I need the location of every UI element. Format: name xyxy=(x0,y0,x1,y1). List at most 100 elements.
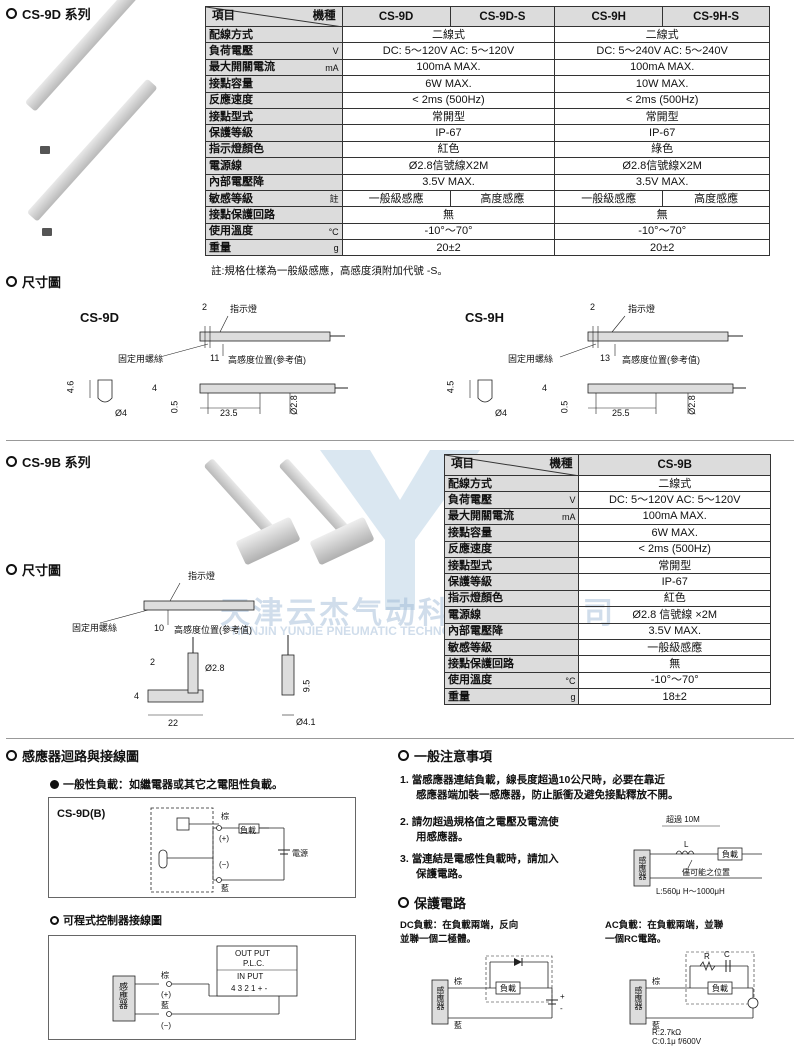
note-line: 用感應器。 xyxy=(416,831,469,843)
row-label: 電源線 xyxy=(209,159,242,172)
model-header: CS-9B xyxy=(578,454,771,476)
note-line: 當連結是電感性負載時，請加入 xyxy=(411,853,559,865)
dimension-title-text: 尺寸圖 xyxy=(22,563,62,578)
row-label: 內部電壓降 xyxy=(448,625,503,638)
resistor-spec: R:2.7kΩ xyxy=(652,1028,682,1037)
row-unit: °C xyxy=(565,675,576,686)
model-header: CS-9H-S xyxy=(662,6,770,27)
row-label: 指示燈顏色 xyxy=(209,143,264,156)
note-2: 2. 請勿超過規格值之電壓及電流使 用感應器。 xyxy=(400,815,630,845)
sensor-label: 感應器 xyxy=(436,986,445,1010)
cell: 20±2 xyxy=(554,239,770,257)
note-number: 3. xyxy=(400,853,409,865)
row-label: 負荷電壓 xyxy=(209,45,253,58)
cell: 二線式 xyxy=(341,25,556,44)
dim-11: 11 xyxy=(210,353,220,363)
dim-phi2-8: Ø2.8 xyxy=(288,395,299,415)
dim-phi4: Ø4 xyxy=(495,408,508,418)
spec-note: 註:規格仕樣為一般級感應，高感度須附加代號 -S。 xyxy=(211,265,448,277)
row-label: 接點型式 xyxy=(209,110,253,123)
cell: 100mA MAX. xyxy=(578,507,771,526)
plus-label: + xyxy=(560,992,565,1001)
load-label: 負載 xyxy=(722,850,738,859)
plc-title: 可程式控制器接線圖 xyxy=(50,912,162,928)
note-number: 2. xyxy=(400,816,409,828)
minus-label: (−) xyxy=(161,1021,171,1030)
row-label: 保護等級 xyxy=(448,576,492,589)
dot-icon xyxy=(50,915,59,925)
cell: 常開型 xyxy=(578,556,771,575)
power-label: 電源 xyxy=(292,849,308,858)
row-unit: 註 xyxy=(329,193,339,204)
dim-9-5: 9.5 xyxy=(301,679,312,693)
cell: 二線式 xyxy=(554,25,770,44)
circuit-title: 感應器迴路與接線圖 xyxy=(6,746,139,765)
table-row: 接點容量 6W MAX. 10W MAX. xyxy=(205,75,770,93)
over-10m-label: 超過 10M xyxy=(666,815,700,824)
dim-4: 4 xyxy=(152,383,158,393)
cs9h-dimension-drawing: CS-9H 2 指示燈 固定用螺絲 13 高感度位置(參考值) 4.5 Ø4 4… xyxy=(440,296,760,426)
note-1: 1. 當感應器連結負載，線長度超過10公尺時，必要在靠近 感應器端加裝一感應器，… xyxy=(400,773,795,803)
cell: < 2ms (500Hz) xyxy=(554,91,770,109)
row-unit: mA xyxy=(561,511,576,522)
cs9b-series-title-text: CS-9B 系列 xyxy=(22,455,91,470)
dim-2: 2 xyxy=(150,657,156,667)
row-label: 重量 xyxy=(209,241,231,254)
plus-label: (+) xyxy=(161,990,171,999)
bullet-icon xyxy=(6,456,17,467)
notes-title-text: 一般注意事項 xyxy=(414,749,493,764)
table-row: 接點型式 常開型 xyxy=(443,556,771,575)
blue-wire-label: 藍 xyxy=(652,1021,660,1030)
dim-4: 4 xyxy=(542,383,548,393)
cell: DC: 5～120V AC: 5～120V xyxy=(341,42,556,60)
blue-wire-label: 藍 xyxy=(454,1021,462,1030)
cs9d-dimension-drawing: CS-9D 2 指示燈 固定用螺絲 11 高感度位置(參考值) 4.6 Ø4 4… xyxy=(60,296,360,426)
dimension-title-2: 尺寸圖 xyxy=(6,560,61,579)
table-row: 反應速度 < 2ms (500Hz) < 2ms (500Hz) xyxy=(205,91,770,109)
blue-wire-label: 藍 xyxy=(161,1001,169,1010)
cell: Ø2.8 信號線 ×2M xyxy=(578,606,771,624)
indicator-label: 指示燈 xyxy=(230,304,258,314)
row-label: 使用溫度 xyxy=(209,225,253,238)
row-label: 接點容量 xyxy=(448,526,492,539)
model-header: CS-9H xyxy=(554,6,664,27)
cell: 紅色 xyxy=(578,589,771,608)
row-label: 敏感等級 xyxy=(209,192,253,205)
cell: 3.5V MAX. xyxy=(578,622,771,640)
minus-label: - xyxy=(560,1004,563,1013)
dim-13: 13 xyxy=(600,353,611,363)
cell: 高度感應 xyxy=(449,189,556,208)
row-unit: V xyxy=(332,46,339,57)
cell: 常開型 xyxy=(341,107,556,126)
load-label: 負載 xyxy=(240,826,256,835)
cell: 無 xyxy=(578,655,771,673)
position-note: 儘可能之位置 xyxy=(682,868,730,877)
row-unit: °C xyxy=(328,226,339,237)
capacitor-spec: C:0.1μ f/600V xyxy=(652,1037,702,1046)
cell: 常開型 xyxy=(554,107,770,126)
note-number: 1. xyxy=(400,774,409,786)
table-row: 使用溫度°C-10°～70° xyxy=(443,671,771,690)
cell: 3.5V MAX. xyxy=(554,173,770,191)
row-label: 接點型式 xyxy=(448,559,492,572)
plc-name-label: P.L.C. xyxy=(243,959,265,968)
cell: -10°～70° xyxy=(554,222,770,241)
note-line: 保護電路。 xyxy=(416,868,469,880)
cell: 一般級感應 xyxy=(554,189,664,208)
cell: IP-67 xyxy=(341,124,556,142)
cell: 一般級感應 xyxy=(578,638,771,657)
table-row: 反應速度< 2ms (500Hz) xyxy=(443,540,771,558)
cs9d-model-label: CS-9D xyxy=(80,310,120,325)
cell: < 2ms (500Hz) xyxy=(341,91,556,109)
circuit-box-title: CS-9D(B) xyxy=(57,808,106,820)
inductor-diagram: 超過 10M L 負載 儘可能之位置 感應器 L:560μ H～1000μH xyxy=(632,812,792,897)
load-label: 負載 xyxy=(712,984,728,993)
capacitor-label: C xyxy=(724,950,730,959)
dimension-title-text: 尺寸圖 xyxy=(22,275,62,290)
position-label: 高感度位置(參考值) xyxy=(622,355,700,365)
row-label: 電源線 xyxy=(448,608,481,621)
table-row: 指示燈顏色紅色 xyxy=(443,589,771,608)
